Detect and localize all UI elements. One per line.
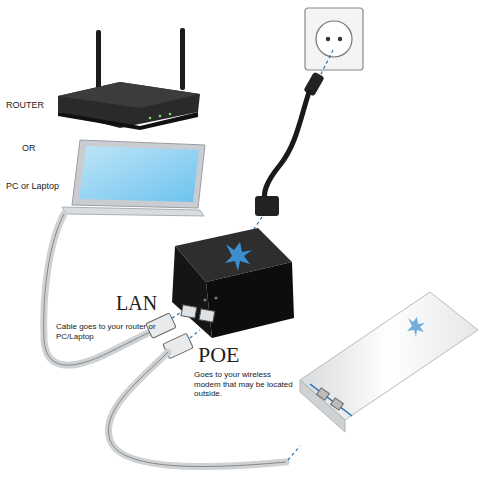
poe-cable	[108, 330, 300, 467]
router-illustration	[58, 28, 200, 130]
wall-outlet	[305, 8, 363, 70]
device-label: PC or Laptop	[6, 181, 76, 192]
or-label: OR	[22, 143, 52, 154]
cable-note: Cable goes to your router or PC/Laptop	[56, 322, 156, 341]
wireless-modem-illustration	[300, 292, 478, 432]
power-cord	[252, 50, 333, 232]
poe-injector	[172, 228, 294, 338]
port-label: LAN	[116, 291, 176, 315]
cable-note: Goes to your wireless modem that may be …	[194, 370, 294, 399]
laptop-illustration	[62, 140, 205, 216]
port-label: POE	[198, 342, 268, 368]
lan-cable	[44, 214, 180, 365]
device-label: ROUTER	[6, 100, 66, 111]
